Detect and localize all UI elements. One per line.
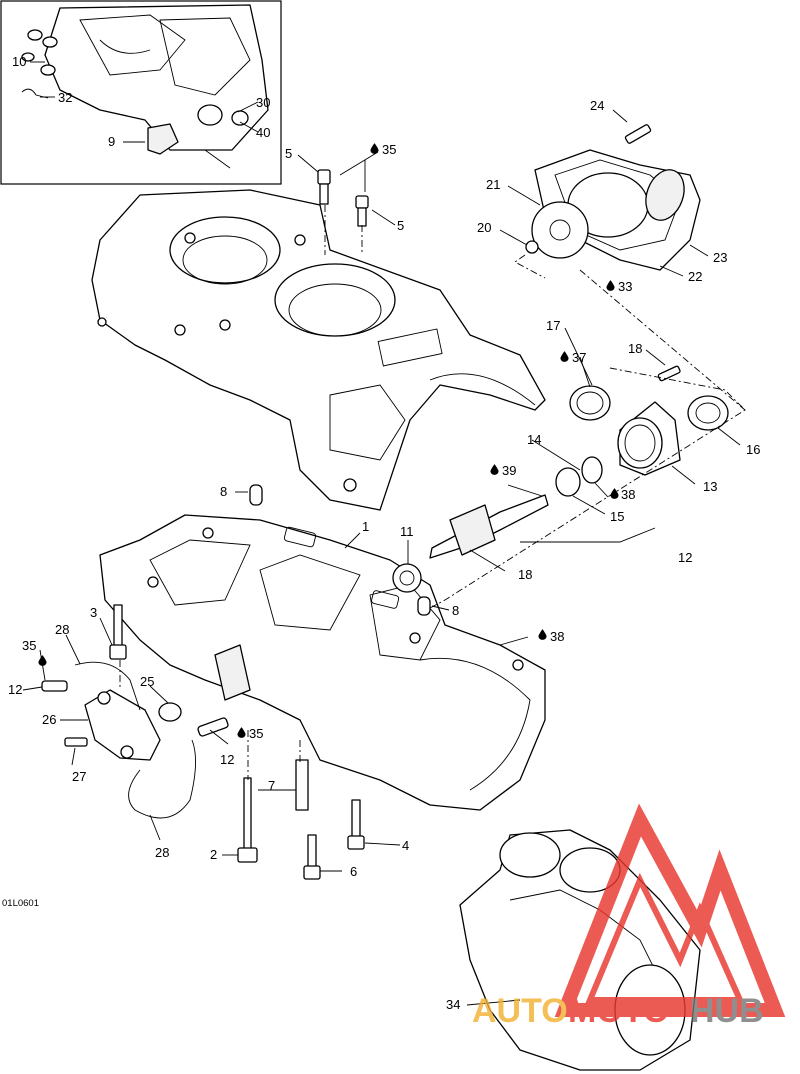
callout-18: 17 xyxy=(546,318,560,333)
callout-17: 16 xyxy=(746,442,760,457)
callout-12a: 12 xyxy=(8,682,22,697)
callout-24: 23 xyxy=(713,250,727,265)
callout-25: 24 xyxy=(590,98,604,113)
callout-35a: 35 xyxy=(382,142,396,157)
callout-9: 9 xyxy=(108,134,115,149)
inset-detail xyxy=(0,0,282,185)
oil-drop-icon xyxy=(606,280,615,291)
lower-crankcase xyxy=(99,514,546,811)
callout-3: 3 xyxy=(90,605,97,620)
oil-drop-icon xyxy=(370,143,379,154)
oil-drop-icon xyxy=(610,488,619,499)
oil-drop-icon xyxy=(38,655,47,666)
callout-11: 11 xyxy=(400,524,414,539)
callout-8a: 8 xyxy=(220,484,227,499)
oil-drop-icon xyxy=(538,629,547,640)
callout-21: 20 xyxy=(477,220,491,235)
callout-20: 18 xyxy=(628,341,642,356)
callout-1: 1 xyxy=(362,519,369,534)
callout-31: 30 xyxy=(256,95,270,110)
upper-crankcase xyxy=(91,189,546,511)
callout-38: 38 xyxy=(550,629,564,644)
watermark-text-middle: MOTO xyxy=(568,992,669,1030)
callout-33: 34 xyxy=(446,997,460,1012)
oil-drop-icon xyxy=(560,351,569,362)
callout-19: 18 xyxy=(518,567,532,582)
callout-30: 28 xyxy=(55,622,69,637)
figure-code: 01L0601 xyxy=(2,898,39,909)
leader-lines xyxy=(22,61,741,1006)
callout-32: 32 xyxy=(58,90,72,105)
callout-39: 39 xyxy=(502,463,516,478)
watermark-logo: AUTO MOTO HUB xyxy=(472,803,786,1030)
callout-29: 28 xyxy=(155,845,169,860)
callout-35b: 35 xyxy=(22,638,36,653)
callout-12b: 12 xyxy=(220,752,234,767)
callout-35c: 35 xyxy=(249,726,263,741)
callout-23: 22 xyxy=(688,269,702,284)
fasteners xyxy=(109,124,681,880)
callout-5a: 5 xyxy=(285,146,292,161)
callout-34: 33 xyxy=(618,279,632,294)
callout-13: 12 xyxy=(678,550,692,565)
callout-37: 38 xyxy=(621,487,635,502)
water-pump-cover xyxy=(525,149,701,271)
callout-26: 25 xyxy=(140,674,154,689)
callout-40: 40 xyxy=(256,125,270,140)
oil-pump xyxy=(41,661,229,819)
callout-14: 13 xyxy=(703,479,717,494)
shaft-assembly xyxy=(392,385,729,593)
callout-5b: 5 xyxy=(397,218,404,233)
callout-2: 2 xyxy=(210,847,217,862)
dash-dot-leaders xyxy=(119,205,746,780)
oil-drop-icon xyxy=(490,464,499,475)
callout-10: 10 xyxy=(12,54,26,69)
watermark-text-left: AUTO xyxy=(472,992,568,1030)
callout-8b: 8 xyxy=(452,603,459,618)
callout-22: 21 xyxy=(486,177,500,192)
oil-drop-icon xyxy=(237,727,246,738)
callout-28: 27 xyxy=(72,769,86,784)
callout-7: 7 xyxy=(268,778,275,793)
callout-4: 4 xyxy=(402,838,409,853)
watermark-text-right: HUB xyxy=(690,992,764,1030)
callout-36: 37 xyxy=(572,350,586,365)
callout-labels: 10 32 9 30 40 5 35 5 24 21 20 23 22 33 1… xyxy=(2,54,760,1012)
callout-16: 15 xyxy=(610,509,624,524)
callout-27: 26 xyxy=(42,712,56,727)
callout-15: 14 xyxy=(527,432,541,447)
callout-6: 6 xyxy=(350,864,357,879)
